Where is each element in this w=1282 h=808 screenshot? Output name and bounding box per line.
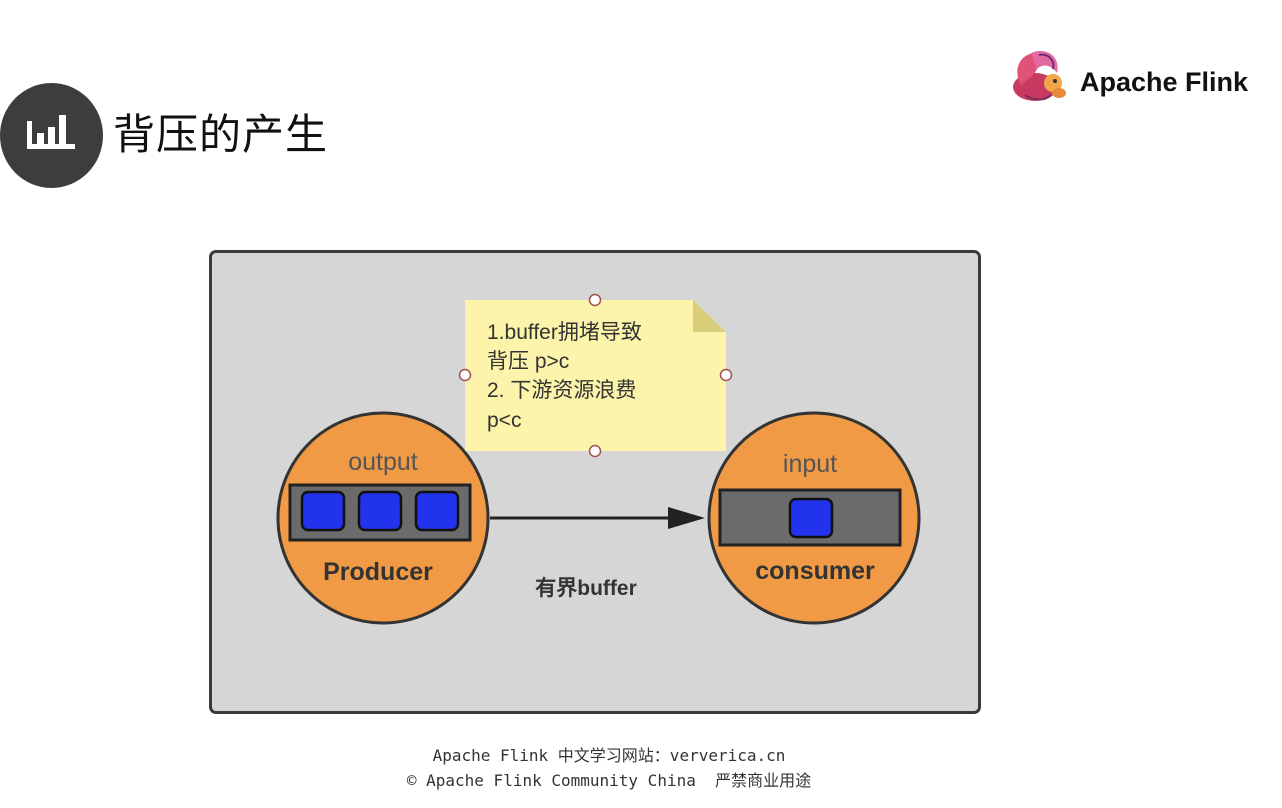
- consumer-label: consumer: [755, 557, 875, 585]
- flow-arrow: [490, 507, 705, 529]
- footer-line-1: Apache Flink 中文学习网站：ververica.cn: [432, 746, 786, 765]
- note-text: 1.buffer拥堵导致 背压 p>c 2. 下游资源浪费 p<c: [487, 321, 648, 432]
- note-line: p<c: [487, 409, 521, 432]
- flink-squirrel-icon: [1013, 51, 1066, 101]
- producer-buffer-item: [414, 490, 460, 532]
- resize-handle[interactable]: [458, 368, 472, 382]
- resize-handle[interactable]: [719, 368, 733, 382]
- producer-top-label: output: [348, 448, 418, 476]
- producer-node: output Producer: [276, 411, 490, 625]
- note-line: 2. 下游资源浪费: [487, 379, 636, 402]
- resize-handle[interactable]: [588, 444, 602, 458]
- footer-line-2: © Apache Flink Community China 严禁商业用途: [406, 771, 812, 790]
- arrow-label: 有界buffer: [535, 576, 637, 600]
- chart-bars-icon: [0, 83, 103, 188]
- brand-name: Apache Flink: [1080, 67, 1249, 97]
- producer-label: Producer: [323, 558, 433, 586]
- note-line: 背压 p>c: [487, 350, 569, 373]
- note: 1.buffer拥堵导致 背压 p>c 2. 下游资源浪费 p<c: [458, 293, 733, 458]
- consumer-node: input consumer: [707, 411, 921, 625]
- producer-buffer-item: [300, 490, 346, 532]
- consumer-buffer-item: [788, 497, 834, 539]
- brand-logo: Apache Flink: [1005, 45, 1265, 115]
- producer-buffer-item: [357, 490, 403, 532]
- page-title: 背压的产生: [113, 110, 329, 159]
- note-line: 1.buffer拥堵导致: [487, 321, 642, 344]
- consumer-top-label: input: [783, 450, 837, 478]
- resize-handle[interactable]: [588, 293, 602, 307]
